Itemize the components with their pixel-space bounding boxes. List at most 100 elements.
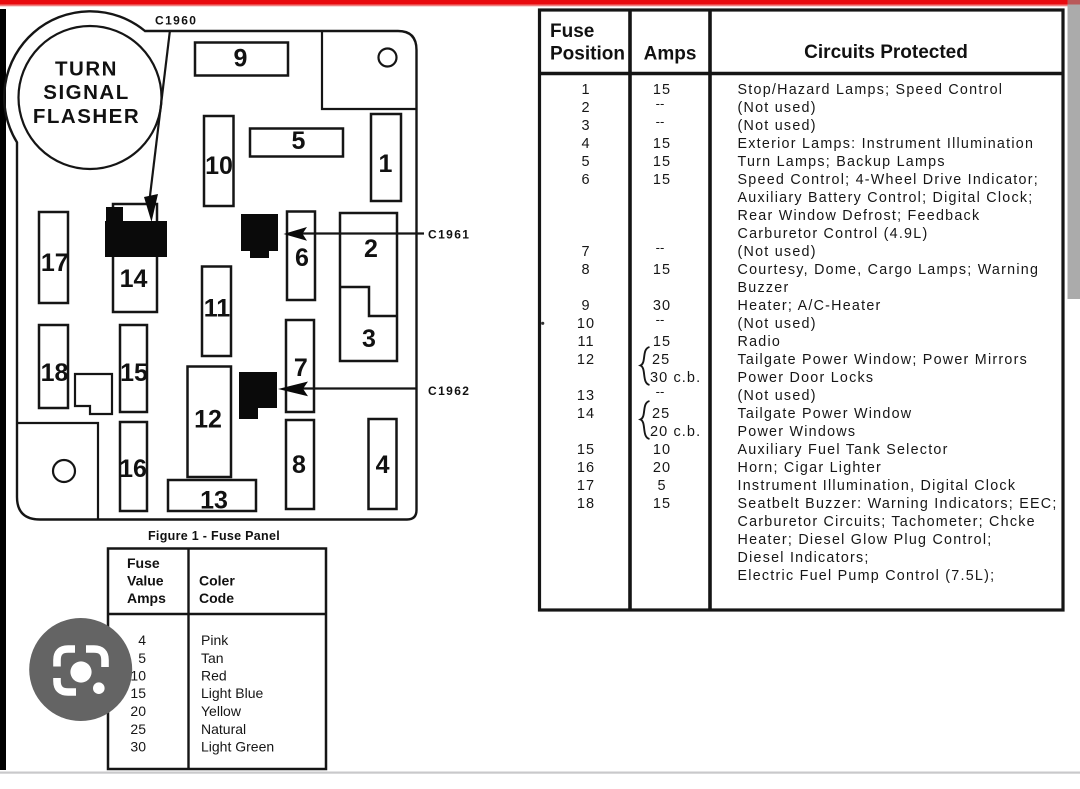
svg-text:15: 15 — [653, 172, 671, 188]
svg-text:Fuse: Fuse — [127, 555, 160, 571]
svg-text:17: 17 — [577, 478, 595, 494]
svg-text:Auxiliary Fuel Tank Selector: Auxiliary Fuel Tank Selector — [738, 442, 949, 458]
svg-text:11: 11 — [204, 295, 231, 323]
svg-text:Turn Lamps; Backup Lamps: Turn Lamps; Backup Lamps — [738, 154, 946, 170]
svg-text:18: 18 — [577, 496, 595, 512]
svg-text:25: 25 — [652, 352, 670, 368]
svg-text:C1960: C1960 — [155, 14, 197, 28]
svg-text:TURN: TURN — [55, 57, 118, 80]
svg-text:C1962: C1962 — [428, 384, 470, 398]
svg-text:4: 4 — [376, 451, 390, 479]
svg-text:3: 3 — [362, 325, 376, 353]
svg-text:2: 2 — [581, 100, 590, 116]
svg-text:10: 10 — [130, 668, 146, 684]
svg-text:Auxiliary Battery Control; Dig: Auxiliary Battery Control; Digital Clock… — [738, 190, 1034, 206]
svg-text:Electric Fuel Pump Control (7.: Electric Fuel Pump Control (7.5L); — [738, 568, 996, 584]
svg-text:15: 15 — [577, 442, 595, 458]
svg-text:--: -- — [656, 384, 665, 399]
svg-text:16: 16 — [119, 455, 147, 483]
svg-text:Power Door Locks: Power Door Locks — [738, 370, 875, 386]
svg-text:20: 20 — [130, 703, 146, 719]
svg-text:20 c.b.: 20 c.b. — [650, 424, 701, 440]
svg-text:(Not used): (Not used) — [738, 100, 817, 116]
svg-text:6: 6 — [581, 172, 590, 188]
svg-text:Rear Window Defrost; Feedback: Rear Window Defrost; Feedback — [738, 208, 981, 224]
svg-text:7: 7 — [294, 354, 308, 382]
svg-text:Diesel Indicators;: Diesel Indicators; — [738, 550, 870, 566]
svg-text:Tailgate Power Window; Power M: Tailgate Power Window; Power Mirrors — [738, 352, 1029, 368]
svg-text:Speed Control; 4-Wheel Drive I: Speed Control; 4-Wheel Drive Indicator; — [738, 172, 1039, 188]
svg-text:Light Blue: Light Blue — [201, 685, 263, 701]
svg-text:Light Green: Light Green — [201, 739, 274, 755]
svg-text:3: 3 — [581, 118, 590, 134]
svg-text:Carburetor Control (4.9L): Carburetor Control (4.9L) — [738, 226, 929, 242]
svg-text:17: 17 — [41, 249, 69, 277]
svg-text:8: 8 — [292, 451, 306, 479]
svg-text:12: 12 — [577, 352, 595, 368]
svg-text:Power Windows: Power Windows — [738, 424, 857, 440]
svg-text:Instrument Illumination, Digit: Instrument Illumination, Digital Clock — [738, 478, 1017, 494]
svg-text:SIGNAL: SIGNAL — [43, 81, 129, 104]
svg-text:15: 15 — [653, 154, 671, 170]
svg-text:9: 9 — [234, 45, 248, 73]
svg-text:(Not used): (Not used) — [738, 244, 817, 260]
svg-text:Exterior Lamps: Instrument Ill: Exterior Lamps: Instrument Illumination — [738, 136, 1035, 152]
svg-text:30: 30 — [653, 298, 671, 314]
svg-text:15: 15 — [120, 359, 148, 387]
svg-text:5: 5 — [292, 127, 306, 155]
svg-text:2: 2 — [364, 235, 378, 263]
svg-text:Natural: Natural — [201, 721, 246, 737]
svg-text:C1961: C1961 — [428, 228, 470, 242]
svg-text:--: -- — [656, 240, 665, 255]
svg-text:Position: Position — [550, 44, 625, 65]
svg-text:Value: Value — [127, 573, 164, 589]
svg-text:--: -- — [656, 96, 665, 111]
svg-text:15: 15 — [653, 262, 671, 278]
svg-text:Red: Red — [201, 668, 227, 684]
svg-text:Stop/Hazard Lamps; Speed Contr: Stop/Hazard Lamps; Speed Control — [738, 82, 1004, 98]
svg-text:Radio: Radio — [738, 334, 782, 350]
svg-text:18: 18 — [41, 359, 69, 387]
svg-text:11: 11 — [577, 334, 594, 350]
svg-text:6: 6 — [295, 244, 309, 272]
svg-text:Buzzer: Buzzer — [738, 280, 790, 296]
svg-text:4: 4 — [581, 136, 590, 152]
svg-text:20: 20 — [653, 460, 671, 476]
svg-text:10: 10 — [577, 316, 595, 332]
svg-text:8: 8 — [581, 262, 590, 278]
svg-text:10: 10 — [653, 442, 671, 458]
svg-text:Figure 1 - Fuse Panel: Figure 1 - Fuse Panel — [148, 529, 280, 543]
svg-text:14: 14 — [577, 406, 595, 422]
svg-text:(Not used): (Not used) — [738, 118, 817, 134]
svg-text:--: -- — [656, 114, 665, 129]
svg-text:(Not used): (Not used) — [738, 388, 817, 404]
svg-text:Horn; Cigar Lighter: Horn; Cigar Lighter — [738, 460, 883, 476]
svg-text:5: 5 — [657, 478, 666, 494]
svg-text:Code: Code — [199, 590, 234, 606]
svg-text:Courtesy, Dome, Cargo Lamps; W: Courtesy, Dome, Cargo Lamps; Warning — [738, 262, 1040, 278]
svg-text:Tailgate Power Window: Tailgate Power Window — [738, 406, 913, 422]
svg-text:--: -- — [656, 312, 665, 327]
svg-text:5: 5 — [581, 154, 590, 170]
svg-text:Heater; Diesel Glow Plug Contr: Heater; Diesel Glow Plug Control; — [738, 532, 993, 548]
svg-text:10: 10 — [205, 152, 233, 180]
svg-text:Yellow: Yellow — [201, 703, 242, 719]
svg-text:9: 9 — [581, 298, 590, 314]
svg-text:13: 13 — [577, 388, 595, 404]
svg-text:(Not used): (Not used) — [738, 316, 817, 332]
svg-text:4: 4 — [138, 632, 146, 648]
svg-text:Seatbelt Buzzer: Warning Indic: Seatbelt Buzzer: Warning Indicators; EEC… — [738, 496, 1058, 512]
svg-text:Fuse: Fuse — [550, 21, 594, 42]
svg-text:15: 15 — [653, 334, 671, 350]
svg-text:Tan: Tan — [201, 650, 224, 666]
svg-text:25: 25 — [652, 406, 670, 422]
svg-text:7: 7 — [581, 244, 590, 260]
svg-text:Amps: Amps — [644, 44, 697, 65]
svg-text:30 c.b.: 30 c.b. — [650, 370, 701, 386]
svg-text:Amps: Amps — [127, 590, 166, 606]
svg-text:15: 15 — [653, 496, 671, 512]
svg-text:14: 14 — [120, 265, 148, 293]
svg-text:Pink: Pink — [201, 632, 229, 648]
svg-text:25: 25 — [130, 721, 146, 737]
svg-text:Circuits Protected: Circuits Protected — [804, 42, 968, 63]
